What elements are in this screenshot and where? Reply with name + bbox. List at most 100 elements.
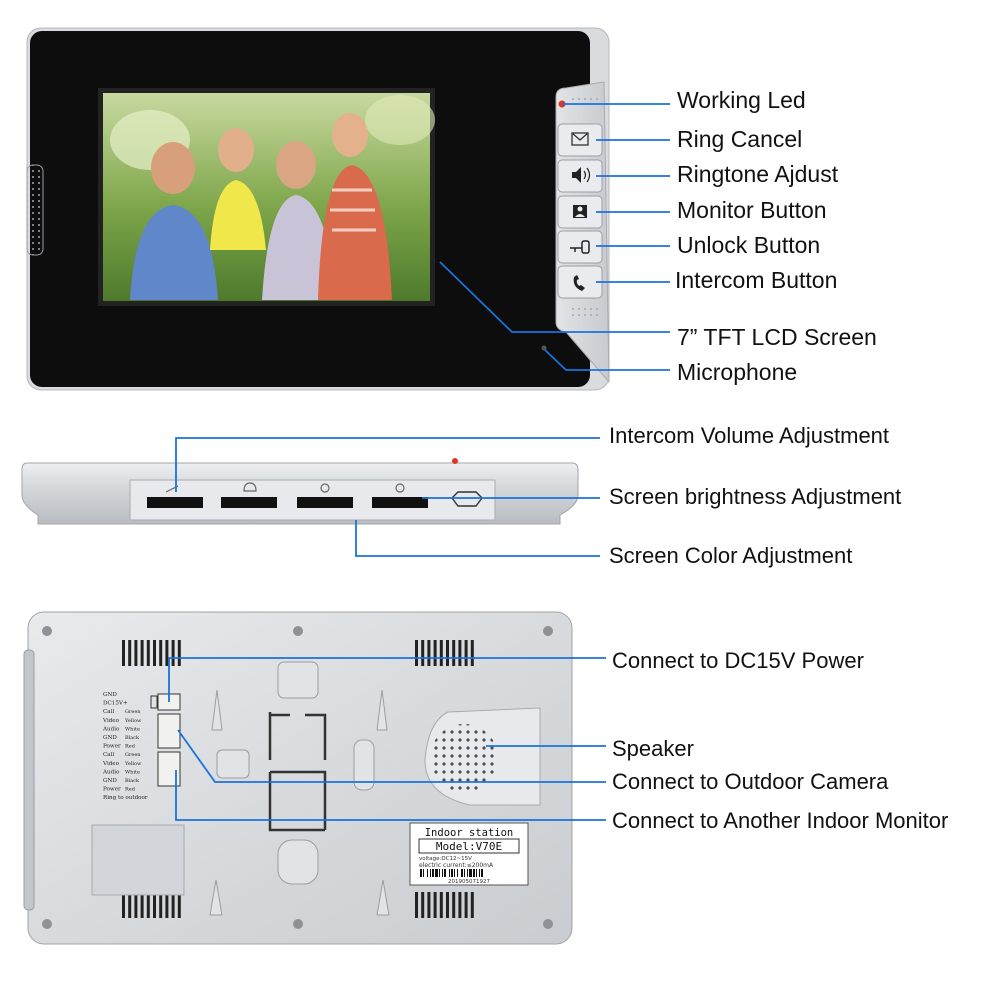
barcode-bar	[442, 869, 443, 877]
leader-volume	[175, 437, 600, 492]
wiring-label: Audio	[102, 769, 120, 775]
product-label: Indoor station Model:V70E voltage:DC12~1…	[409, 822, 529, 886]
callout-brightness: Screen brightness Adjustment	[609, 484, 902, 509]
wire-color-label: Black	[125, 735, 140, 741]
wiring-label: Video	[102, 761, 120, 767]
unlock-button[interactable]	[557, 230, 603, 264]
vent-slot	[128, 640, 132, 666]
ringtone-slider[interactable]	[221, 497, 277, 508]
phone-icon	[573, 275, 585, 291]
connector-monitor	[157, 751, 181, 787]
monitor-button[interactable]	[557, 195, 603, 229]
bell-icon	[243, 482, 257, 492]
vent-slot	[446, 640, 449, 666]
connectors	[150, 693, 181, 787]
barcode-bar	[467, 869, 468, 877]
vent-slot	[446, 892, 449, 918]
vent-slot	[153, 640, 156, 666]
vent-slots	[122, 640, 474, 918]
label-serial: 201905071927	[448, 879, 490, 885]
color-slider[interactable]	[297, 497, 353, 508]
ring-cancel-button[interactable]	[557, 123, 603, 157]
vent-slot	[433, 892, 437, 918]
wiring-label: Power	[103, 744, 121, 750]
callout-unlock-button: Unlock Button	[677, 232, 821, 258]
vent-slot	[439, 892, 443, 918]
barcode-bar	[481, 869, 483, 877]
vent-slot	[415, 640, 418, 666]
vent-slot	[165, 892, 169, 918]
callout-another-monitor: Connect to Another Indoor Monitor	[612, 808, 949, 833]
sun-icon	[395, 483, 405, 493]
leader-color	[355, 520, 600, 557]
leader-lines	[168, 103, 670, 821]
wire-color-label: Yellow	[124, 761, 142, 767]
vent-slot	[458, 892, 462, 918]
barcode-bar	[451, 869, 453, 877]
envelope-icon	[571, 132, 589, 146]
vent-slot	[427, 640, 431, 666]
callout-ring-cancel: Ring Cancel	[677, 126, 803, 152]
label-voltage: voltage:DC12~15V	[419, 856, 472, 862]
wire-color-label: Red	[125, 744, 136, 750]
callout-working-led: Working Led	[677, 87, 806, 113]
speaker-grille	[430, 724, 498, 792]
callout-intercom-volume: Intercom Volume Adjustment	[609, 423, 890, 448]
vent-slot	[140, 640, 144, 666]
leader-another	[175, 770, 606, 821]
vent-slot	[421, 892, 425, 918]
barcode-bar	[430, 869, 431, 877]
screws	[42, 626, 553, 929]
barcode-bar	[449, 869, 450, 877]
barcode-bar	[464, 869, 465, 877]
lcd-screen	[98, 88, 435, 306]
person-icon	[573, 205, 587, 218]
label-title: Indoor station	[425, 827, 514, 839]
callout-lcd-screen: 7” TFT LCD Screen	[677, 324, 877, 350]
wiring-label: Power	[103, 787, 121, 793]
barcode-bar	[461, 869, 463, 877]
barcode-bar	[423, 869, 424, 877]
front-view	[26, 27, 610, 391]
wire-color-label: White	[125, 769, 140, 775]
wiring-label: DC15V+	[103, 701, 128, 707]
intercom-button[interactable]	[557, 265, 603, 299]
wiring-label: Video	[102, 718, 120, 724]
wire-color-label: White	[125, 726, 140, 732]
side-grille-left	[26, 164, 44, 256]
barcode-bar	[473, 869, 475, 877]
mount-holes	[209, 661, 390, 916]
vent-slot	[470, 892, 474, 918]
barcode-bar	[454, 869, 455, 877]
vent-slot	[464, 892, 468, 918]
intercom-volume-slider[interactable]	[147, 497, 203, 508]
barcode-bar	[427, 869, 428, 877]
vent-slot	[146, 640, 150, 666]
barcode-bar	[476, 869, 477, 877]
wiring-label: Ring to outdoor	[103, 795, 148, 801]
vent-slot	[171, 892, 175, 918]
front-buttons	[557, 123, 603, 299]
vent-slot	[421, 640, 425, 666]
brightness-slider[interactable]	[372, 497, 428, 508]
barcode	[420, 869, 483, 877]
ringtone-adjust-button[interactable]	[557, 159, 603, 193]
vent-slot	[177, 892, 181, 918]
vent-slot	[464, 640, 468, 666]
vent-slot	[452, 892, 456, 918]
wire-color-label: Black	[125, 778, 140, 784]
barcode-bar	[457, 869, 458, 877]
label-current: electric current:≤200mA	[419, 862, 494, 869]
bottom-view	[21, 458, 579, 525]
callout-dc-power: Connect to DC15V Power	[612, 648, 864, 673]
vent-slot	[122, 640, 125, 666]
wiring-label: GND	[103, 735, 117, 741]
label-model: Model:V70E	[436, 840, 502, 853]
wire-color-label: Green	[125, 709, 141, 715]
vent-slot	[177, 640, 181, 666]
wall-bracket-frame	[268, 712, 327, 832]
vent-slot	[452, 640, 456, 666]
